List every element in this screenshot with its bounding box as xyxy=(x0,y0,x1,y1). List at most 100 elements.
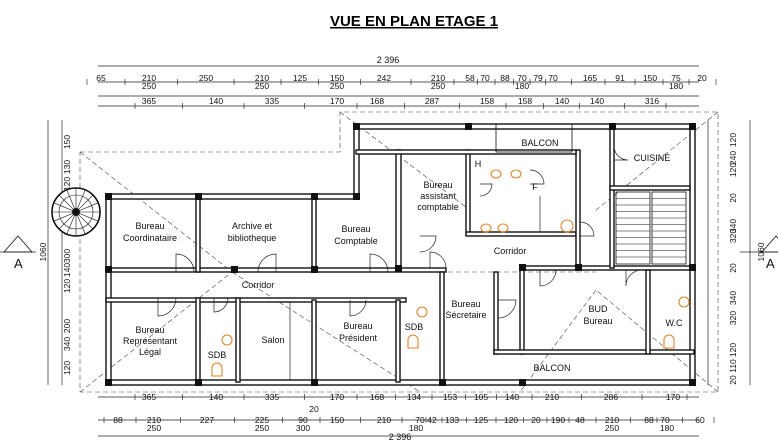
bottom-row2-dim-1: 210 xyxy=(147,415,161,425)
top-row1-dim-8: 58 xyxy=(465,73,475,83)
top-row1-dim-9: 70 xyxy=(480,73,490,83)
top-row2-dim-3: 250 xyxy=(431,81,445,91)
bottom-mid-dim: 20 xyxy=(309,404,319,414)
bureau-assistant-label-2: assistant xyxy=(420,191,456,201)
bureau-representant-label-3: Légal xyxy=(139,347,161,357)
top-row1-dim-7: 210 xyxy=(431,73,445,83)
bottom-row1-dim-10: 286 xyxy=(604,392,618,402)
sdb-left-label: SDB xyxy=(208,350,227,360)
top-row3-dim-0: 365 xyxy=(142,96,156,106)
top-row1-dim-6: 242 xyxy=(377,73,391,83)
f-label: F xyxy=(532,182,538,192)
left-inner-dims: 150130120120320300140120200340120 xyxy=(62,135,72,375)
balcon-bottom-label: BALCON xyxy=(533,363,570,373)
bureau-assistant-label-1: Bureau xyxy=(423,180,452,190)
left-inner-dim-9: 340 xyxy=(62,337,72,351)
section-letter-left: A xyxy=(14,256,23,271)
right-inner-dim-8: 320 xyxy=(728,311,738,325)
bottom-row1-dim-6: 153 xyxy=(443,392,457,402)
top-row1-dim-11: 70 xyxy=(517,73,527,83)
left-inner-dim-10: 120 xyxy=(62,361,72,375)
bottom-row1-dim-4: 168 xyxy=(370,392,384,402)
bureau-assistant-label-3: comptable xyxy=(417,202,459,212)
top-row3-dim-1: 140 xyxy=(209,96,223,106)
side-dimensions: 1060 1060 150130120120320300140120200340… xyxy=(38,120,766,385)
top-row1-dim-13: 70 xyxy=(548,73,558,83)
left-inner-dim-6: 140 xyxy=(62,263,72,277)
right-inner-dim-2: 120 xyxy=(728,163,738,177)
right-inner-dim-3: 20 xyxy=(728,193,738,203)
bureau-representant-label-2: Représentant xyxy=(123,336,178,346)
top-row3-dim-7: 158 xyxy=(518,96,532,106)
top-row1-dim-12: 79 xyxy=(533,73,543,83)
bottom-row2-dim-8: 42 xyxy=(427,415,437,425)
doors xyxy=(157,145,643,380)
bottom-row2-dim-13: 190 xyxy=(551,415,565,425)
straight-staircase xyxy=(615,191,687,265)
top-row2-dim-2: 250 xyxy=(330,81,344,91)
right-inner-dim-5: 320 xyxy=(728,229,738,243)
bottom-row3-dim-4: 250 xyxy=(605,423,619,433)
top-row1-dim-3: 210 xyxy=(255,73,269,83)
right-inner-dim-10: 110 xyxy=(728,359,738,373)
sdb-right-label: SDB xyxy=(405,322,424,332)
bottom-row2-dim-15: 210 xyxy=(605,415,619,425)
top-row1-dim-2: 250 xyxy=(199,73,213,83)
right-inner-dim-6: 20 xyxy=(728,263,738,273)
bud-bureau-label-2: Bureau xyxy=(583,316,612,326)
bottom-row3-dim-0: 250 xyxy=(147,423,161,433)
bottom-row2-dim-2: 227 xyxy=(200,415,214,425)
right-inner-dim-4: 340 xyxy=(728,219,738,233)
bottom-row2-dim-4: 90 xyxy=(298,415,308,425)
wc-label: W.C xyxy=(666,318,683,328)
left-inner-dim-8: 200 xyxy=(62,319,72,333)
top-row1-dim-16: 150 xyxy=(643,73,657,83)
left-inner-dim-2: 120 xyxy=(62,177,72,191)
bottom-row2-dim-3: 225 xyxy=(255,415,269,425)
top-row1-dim-0: 65 xyxy=(96,73,106,83)
bottom-row2-dim-7: 70 xyxy=(415,415,425,425)
bureau-comptable-label-1: Bureau xyxy=(341,224,370,234)
top-row2-dim-4: 180 xyxy=(515,81,529,91)
bottom-row2-dim-9: 133 xyxy=(445,415,459,425)
right-inner-dim-1: 240 xyxy=(728,151,738,165)
bureau-comptable-label-2: Comptable xyxy=(334,236,378,246)
balcon-top-label: BALCON xyxy=(521,138,558,148)
top-row2-dim-5: 180 xyxy=(669,81,683,91)
bottom-row1-dim-11: 170 xyxy=(666,392,680,402)
top-row1-dim-15: 91 xyxy=(615,73,625,83)
section-mark-left: A xyxy=(0,235,36,271)
bureau-coordinataire-label-1: Bureau xyxy=(135,221,164,231)
bottom-row2-dim-0: 88 xyxy=(113,415,123,425)
bottom-row1-dim-0: 365 xyxy=(142,392,156,402)
top-row1-dim-17: 75 xyxy=(671,73,681,83)
bottom-row2-dim-10: 125 xyxy=(474,415,488,425)
sanitary-fixtures xyxy=(211,169,690,377)
bud-bureau-label-1: BUD xyxy=(588,304,608,314)
section-mark-right: A xyxy=(740,235,778,271)
bottom-row3-dim-3: 180 xyxy=(409,423,423,433)
bureau-president-label-2: Président xyxy=(339,333,378,343)
top-row1-dim-14: 165 xyxy=(583,73,597,83)
right-inner-dim-0: 120 xyxy=(728,133,738,147)
corridor-right-label: Corridor xyxy=(494,246,527,256)
top-row3-dim-9: 140 xyxy=(590,96,604,106)
bottom-row3-dim-5: 180 xyxy=(660,423,674,433)
top-row2-dim-1: 250 xyxy=(255,81,269,91)
bottom-row1-dim-1: 140 xyxy=(209,392,223,402)
bottom-row2-dim-6: 210 xyxy=(377,415,391,425)
top-row1-dim-1: 210 xyxy=(142,73,156,83)
top-row1-dim-4: 125 xyxy=(293,73,307,83)
left-inner-dim-0: 150 xyxy=(62,135,72,149)
left-inner-dim-5: 300 xyxy=(62,249,72,263)
right-inner-dim-9: 120 xyxy=(728,343,738,357)
section-letter-right: A xyxy=(766,256,775,271)
